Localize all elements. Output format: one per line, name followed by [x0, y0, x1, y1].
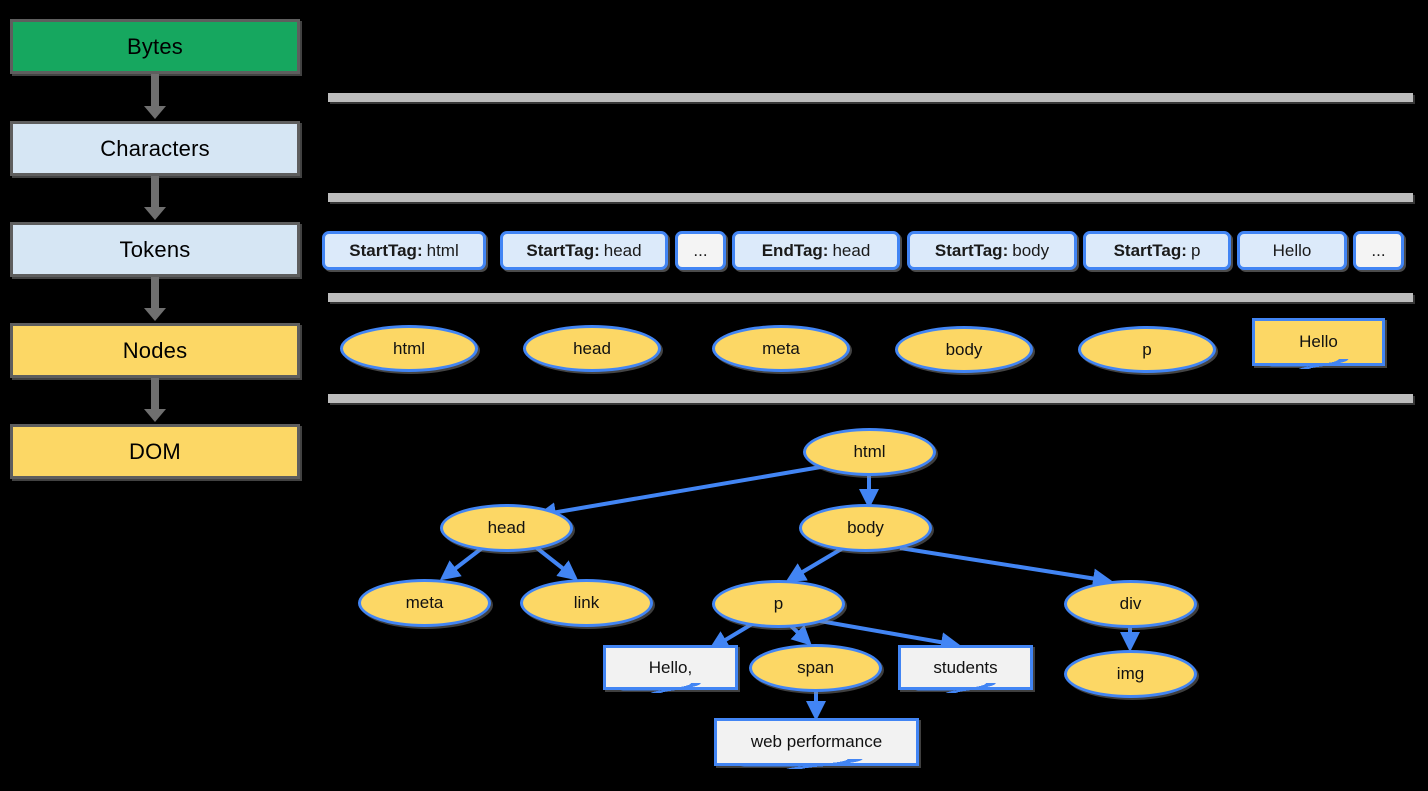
tree-node-html[interactable]: html: [803, 428, 936, 476]
detail-panel: StartTag:html StartTag:head ... EndTag:h…: [320, 0, 1428, 791]
node-chip-html[interactable]: html: [340, 325, 478, 372]
edge-body-p: [785, 546, 845, 583]
pipeline-arrow-1-line: [151, 74, 159, 108]
pipeline-arrow-2-line: [151, 176, 159, 210]
node-chip-hello-text[interactable]: Hello: [1252, 318, 1385, 369]
node-chip-head[interactable]: head: [523, 325, 661, 372]
stage-label: Tokens: [119, 236, 191, 262]
token-chip-ellipsis[interactable]: ...: [675, 231, 726, 270]
dom-tree: html head body meta link p div Hello, sp…: [320, 0, 1428, 791]
edge-head-link: [531, 543, 579, 581]
node-chip-meta[interactable]: meta: [712, 325, 850, 372]
tree-node-img[interactable]: img: [1064, 650, 1197, 698]
token-chip[interactable]: Hello: [1237, 231, 1347, 270]
arrow-down-icon: [144, 106, 166, 119]
tree-node-webperformance-text[interactable]: web performance: [714, 718, 919, 769]
section-divider: [328, 193, 1413, 202]
token-chip[interactable]: StartTag:html: [322, 231, 486, 270]
dom-tree-edges: [439, 460, 1140, 721]
tree-node-students-text[interactable]: students: [898, 645, 1033, 693]
pipeline-stage-characters[interactable]: Characters: [10, 121, 300, 176]
tree-node-p[interactable]: p: [712, 580, 845, 628]
tree-node-body[interactable]: body: [799, 504, 932, 552]
edge-head-meta: [439, 543, 488, 581]
pipeline-stage-tokens[interactable]: Tokens: [10, 222, 300, 277]
token-chip[interactable]: EndTag:head: [732, 231, 900, 270]
token-chip[interactable]: StartTag:p: [1083, 231, 1231, 270]
tree-node-meta[interactable]: meta: [358, 579, 491, 627]
stage-label: Characters: [100, 135, 210, 161]
token-chip[interactable]: StartTag:body: [907, 231, 1077, 270]
tree-node-hello-text[interactable]: Hello,: [603, 645, 738, 693]
edge-body-div: [899, 546, 1113, 589]
tree-node-span[interactable]: span: [749, 644, 882, 692]
pipeline-stage-nodes[interactable]: Nodes: [10, 323, 300, 378]
edge-html-head: [536, 460, 851, 523]
section-divider: [328, 293, 1413, 302]
tree-node-div[interactable]: div: [1064, 580, 1197, 628]
pipeline-stage-dom[interactable]: DOM: [10, 424, 300, 479]
arrow-down-icon: [144, 308, 166, 321]
stage-label: Bytes: [126, 33, 184, 59]
node-chip-body[interactable]: body: [895, 326, 1033, 373]
token-chip-ellipsis[interactable]: ...: [1353, 231, 1404, 270]
tree-node-link[interactable]: link: [520, 579, 653, 627]
stage-label: Nodes: [122, 337, 188, 363]
tree-node-head[interactable]: head: [440, 504, 573, 552]
pipeline-stage-bytes[interactable]: Bytes: [10, 19, 300, 74]
arrow-down-icon: [144, 409, 166, 422]
section-divider: [328, 394, 1413, 403]
token-chip[interactable]: StartTag:head: [500, 231, 668, 270]
edge-p-students: [819, 619, 961, 653]
arrow-down-icon: [144, 207, 166, 220]
pipeline-arrow-4-line: [151, 378, 159, 412]
node-chip-p[interactable]: p: [1078, 326, 1216, 373]
section-divider: [328, 93, 1413, 102]
pipeline-arrow-3-line: [151, 277, 159, 311]
pipeline-column: Bytes Characters Tokens Nodes DOM: [0, 0, 320, 490]
stage-label: DOM: [129, 438, 181, 464]
